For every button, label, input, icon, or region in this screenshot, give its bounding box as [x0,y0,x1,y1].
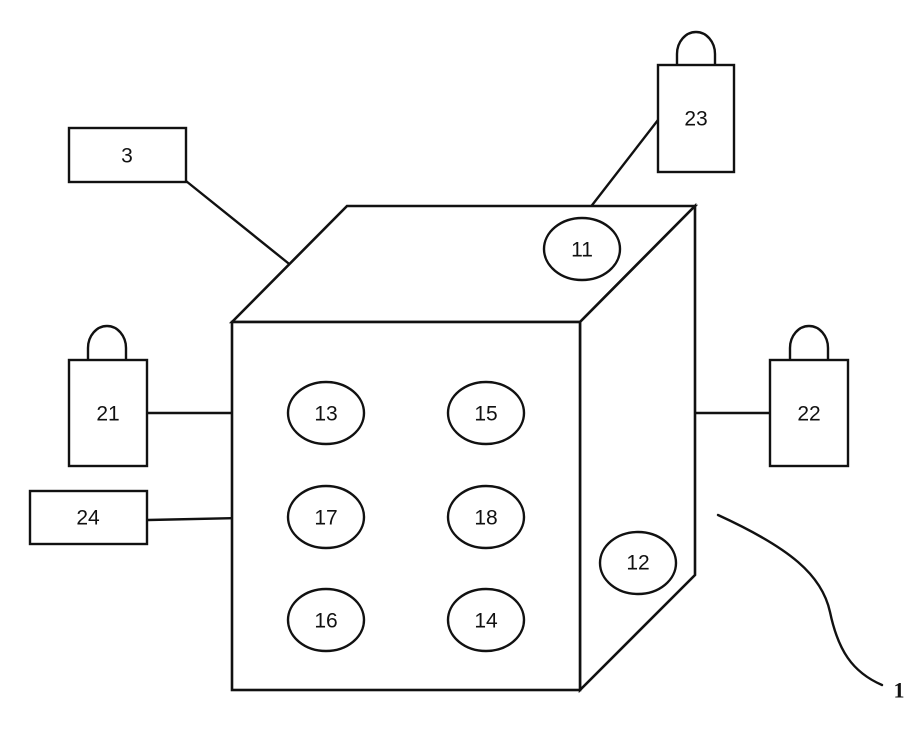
block-21-label: 21 [96,403,119,426]
block-23-label: 23 [684,108,707,131]
port-18-label: 18 [474,507,497,530]
block-23-handle [677,32,715,65]
block-24: 24 [30,491,147,544]
port-17-label: 17 [314,507,337,530]
port-16-label: 16 [314,610,337,633]
port-12-label: 12 [626,552,649,575]
port-16: 16 [288,589,364,651]
block-3: 3 [69,128,186,182]
block-3-label: 3 [121,145,133,168]
block-21: 21 [69,326,147,466]
block-22: 22 [770,326,848,466]
port-15-label: 15 [474,403,497,426]
leader-line-23 [586,120,658,213]
body-reference-label: 1 [894,678,905,703]
block-22-label: 22 [797,403,820,426]
cube-front-face [232,322,580,690]
port-11: 11 [544,218,620,280]
port-18: 18 [448,486,524,548]
block-21-handle [88,326,126,360]
leader-line-3 [186,181,288,263]
port-11-label: 11 [571,239,593,262]
block-23: 23 [658,32,734,172]
block-24-label: 24 [76,507,100,530]
port-17: 17 [288,486,364,548]
port-14: 14 [448,589,524,651]
port-15: 15 [448,382,524,444]
port-13: 13 [288,382,364,444]
port-12: 12 [600,532,676,594]
block-22-handle [790,326,828,360]
port-13-label: 13 [314,403,337,426]
leader-curve-1 [718,515,882,685]
port-14-label: 14 [474,610,498,633]
